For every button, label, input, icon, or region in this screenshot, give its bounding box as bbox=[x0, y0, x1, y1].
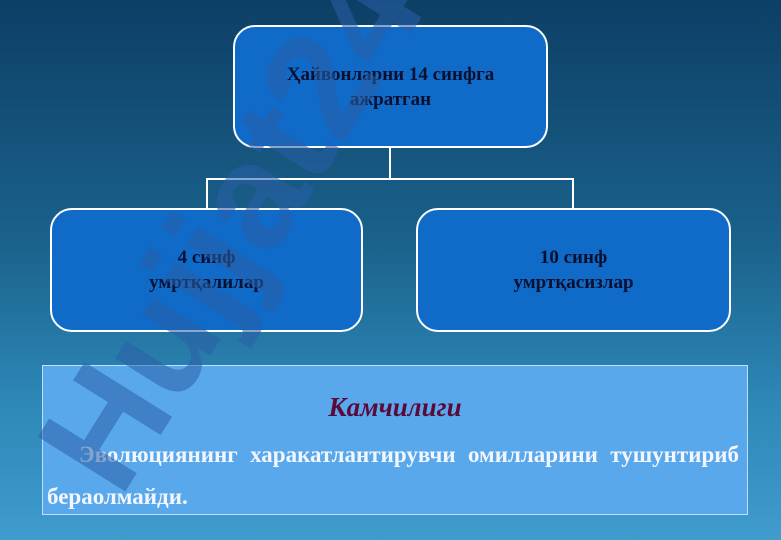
drawback-panel: Камчилиги Эволюциянинг харакатлантирувчи… bbox=[42, 365, 748, 515]
right-node: 10 синф умртқасизлар bbox=[416, 208, 731, 332]
connector-left bbox=[206, 178, 208, 209]
panel-text: Эволюциянинг харакатлантирувчи омилларин… bbox=[47, 442, 739, 509]
left-node-line1: 4 синф bbox=[177, 247, 236, 268]
connector-vertical-root bbox=[389, 147, 391, 179]
connector-right bbox=[572, 178, 574, 209]
right-node-line1: 10 синф bbox=[539, 247, 608, 268]
left-node: 4 синф умртқалилар bbox=[50, 208, 363, 332]
left-node-line2: умртқалилар bbox=[149, 272, 264, 293]
panel-title: Камчилиги bbox=[328, 392, 462, 422]
root-node-label: Ҳайвонларни 14 синфга ажратган bbox=[286, 63, 495, 110]
right-node-line2: умртқасизлар bbox=[513, 272, 634, 293]
root-node: Ҳайвонларни 14 синфга ажратган bbox=[233, 25, 548, 148]
connector-horizontal bbox=[206, 178, 574, 180]
